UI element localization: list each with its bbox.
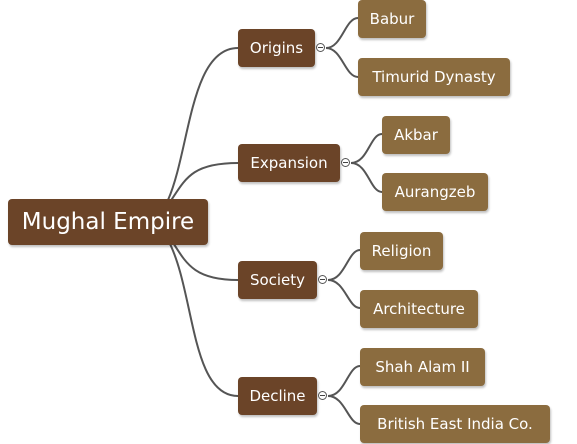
- branch-origins-label: Origins: [249, 39, 304, 57]
- branch-decline[interactable]: Decline: [238, 377, 317, 415]
- connector-root-origins: [167, 47, 239, 201]
- branch-expansion[interactable]: Expansion: [238, 144, 340, 182]
- connector-decline-shahalam: [327, 365, 361, 397]
- branch-origins[interactable]: Origins: [238, 29, 315, 67]
- branch-decline-label: Decline: [249, 387, 306, 405]
- branch-society[interactable]: Society: [238, 261, 317, 299]
- leaf-aurangzeb-label: Aurangzeb: [394, 183, 476, 201]
- leaf-british-east-india-co[interactable]: British East India Co.: [360, 405, 550, 443]
- collapse-expansion-icon[interactable]: [341, 158, 350, 167]
- leaf-aurangzeb[interactable]: Aurangzeb: [382, 173, 488, 211]
- connector-root-decline: [167, 239, 239, 397]
- leaf-timurid-dynasty-label: Timurid Dynasty: [372, 68, 496, 86]
- leaf-religion-label: Religion: [371, 242, 432, 260]
- branch-expansion-label: Expansion: [250, 154, 328, 172]
- connector-society-religion: [327, 249, 361, 281]
- connector-society-architecture: [327, 279, 361, 309]
- collapse-decline-icon[interactable]: [318, 391, 327, 400]
- collapse-origins-icon[interactable]: [316, 43, 325, 52]
- leaf-shah-alam-ii[interactable]: Shah Alam II: [360, 348, 485, 386]
- collapse-society-icon[interactable]: [318, 275, 327, 284]
- connector-decline-british: [327, 395, 361, 425]
- root-label: Mughal Empire: [21, 209, 195, 235]
- leaf-akbar[interactable]: Akbar: [382, 116, 450, 154]
- branch-society-label: Society: [249, 271, 306, 289]
- connector-root-expansion: [167, 162, 239, 206]
- leaf-religion[interactable]: Religion: [360, 232, 443, 270]
- leaf-babur-label: Babur: [369, 10, 415, 28]
- leaf-akbar-label: Akbar: [394, 126, 438, 144]
- connector-expansion-aurangzeb: [350, 162, 383, 193]
- leaf-babur[interactable]: Babur: [358, 0, 426, 38]
- leaf-architecture[interactable]: Architecture: [360, 290, 478, 328]
- leaf-timurid-dynasty[interactable]: Timurid Dynasty: [358, 58, 510, 96]
- connector-expansion-akbar: [350, 133, 383, 164]
- leaf-shah-alam-ii-label: Shah Alam II: [375, 358, 470, 376]
- connector-origins-babur: [325, 17, 359, 49]
- leaf-british-east-india-co-label: British East India Co.: [377, 415, 533, 433]
- root-node[interactable]: Mughal Empire: [8, 199, 208, 245]
- leaf-architecture-label: Architecture: [373, 300, 465, 318]
- connector-origins-timurid: [325, 47, 359, 78]
